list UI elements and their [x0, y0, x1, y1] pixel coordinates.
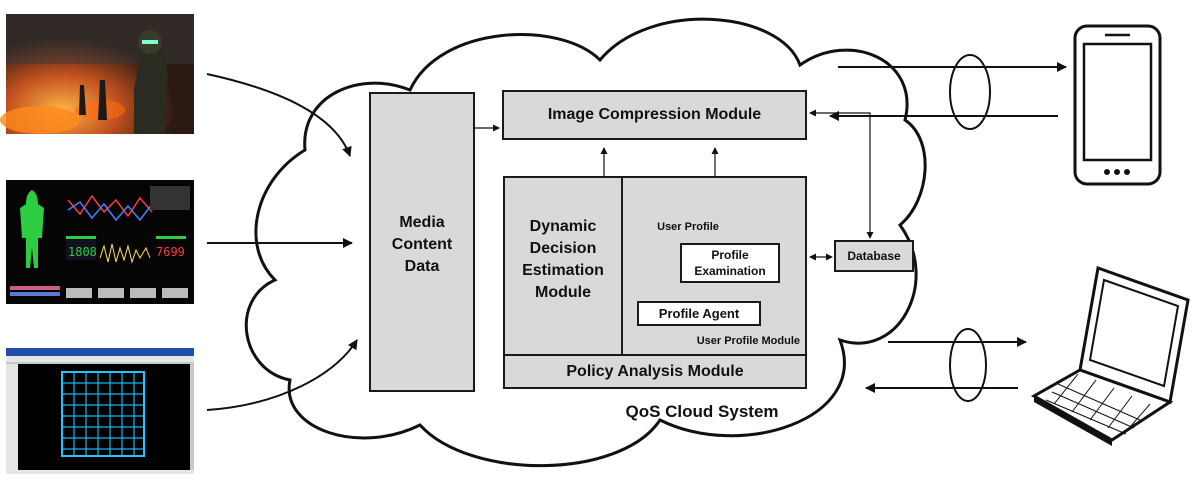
policy-analysis-module [503, 354, 807, 389]
arrow-source-3 [206, 339, 358, 411]
policy-analysis-label: Policy Analysis Module [566, 362, 744, 380]
database-box [834, 240, 914, 272]
dynamic-decision-label: Dynamic Decision Estimation Module [522, 218, 604, 301]
profile-agent-label: Profile Agent [658, 306, 740, 321]
link-ellipse-laptop [949, 328, 987, 402]
svg-text:1808: 1808 [68, 245, 97, 259]
media-content-box [369, 92, 475, 392]
dynamic-decision-module [503, 176, 623, 356]
cloud-system-label: QoS Cloud System [625, 402, 779, 421]
smartphone-icon [1073, 24, 1162, 186]
battlefield-image [0, 14, 194, 134]
medical-monitor-image: 1808 7699 [6, 180, 194, 304]
link-ellipse-phone [949, 54, 991, 130]
user-profile-module-label: User Profile Module [696, 335, 800, 347]
image-compression-label: Image Compression Module [547, 106, 762, 123]
profile-examination-box [680, 243, 780, 283]
database-label: Database [847, 249, 901, 263]
profile-examination-label: Profile Examination [694, 248, 766, 278]
laptop-icon [1030, 265, 1190, 446]
arrow-source-1 [206, 73, 352, 157]
circuit-layout-image [6, 348, 194, 474]
user-profile-db-label: User Profile [657, 221, 719, 233]
image-compression-module [502, 90, 807, 140]
profile-agent-box [637, 301, 761, 326]
media-content-label: Media Content Data [391, 214, 453, 275]
svg-text:7699: 7699 [156, 245, 185, 259]
